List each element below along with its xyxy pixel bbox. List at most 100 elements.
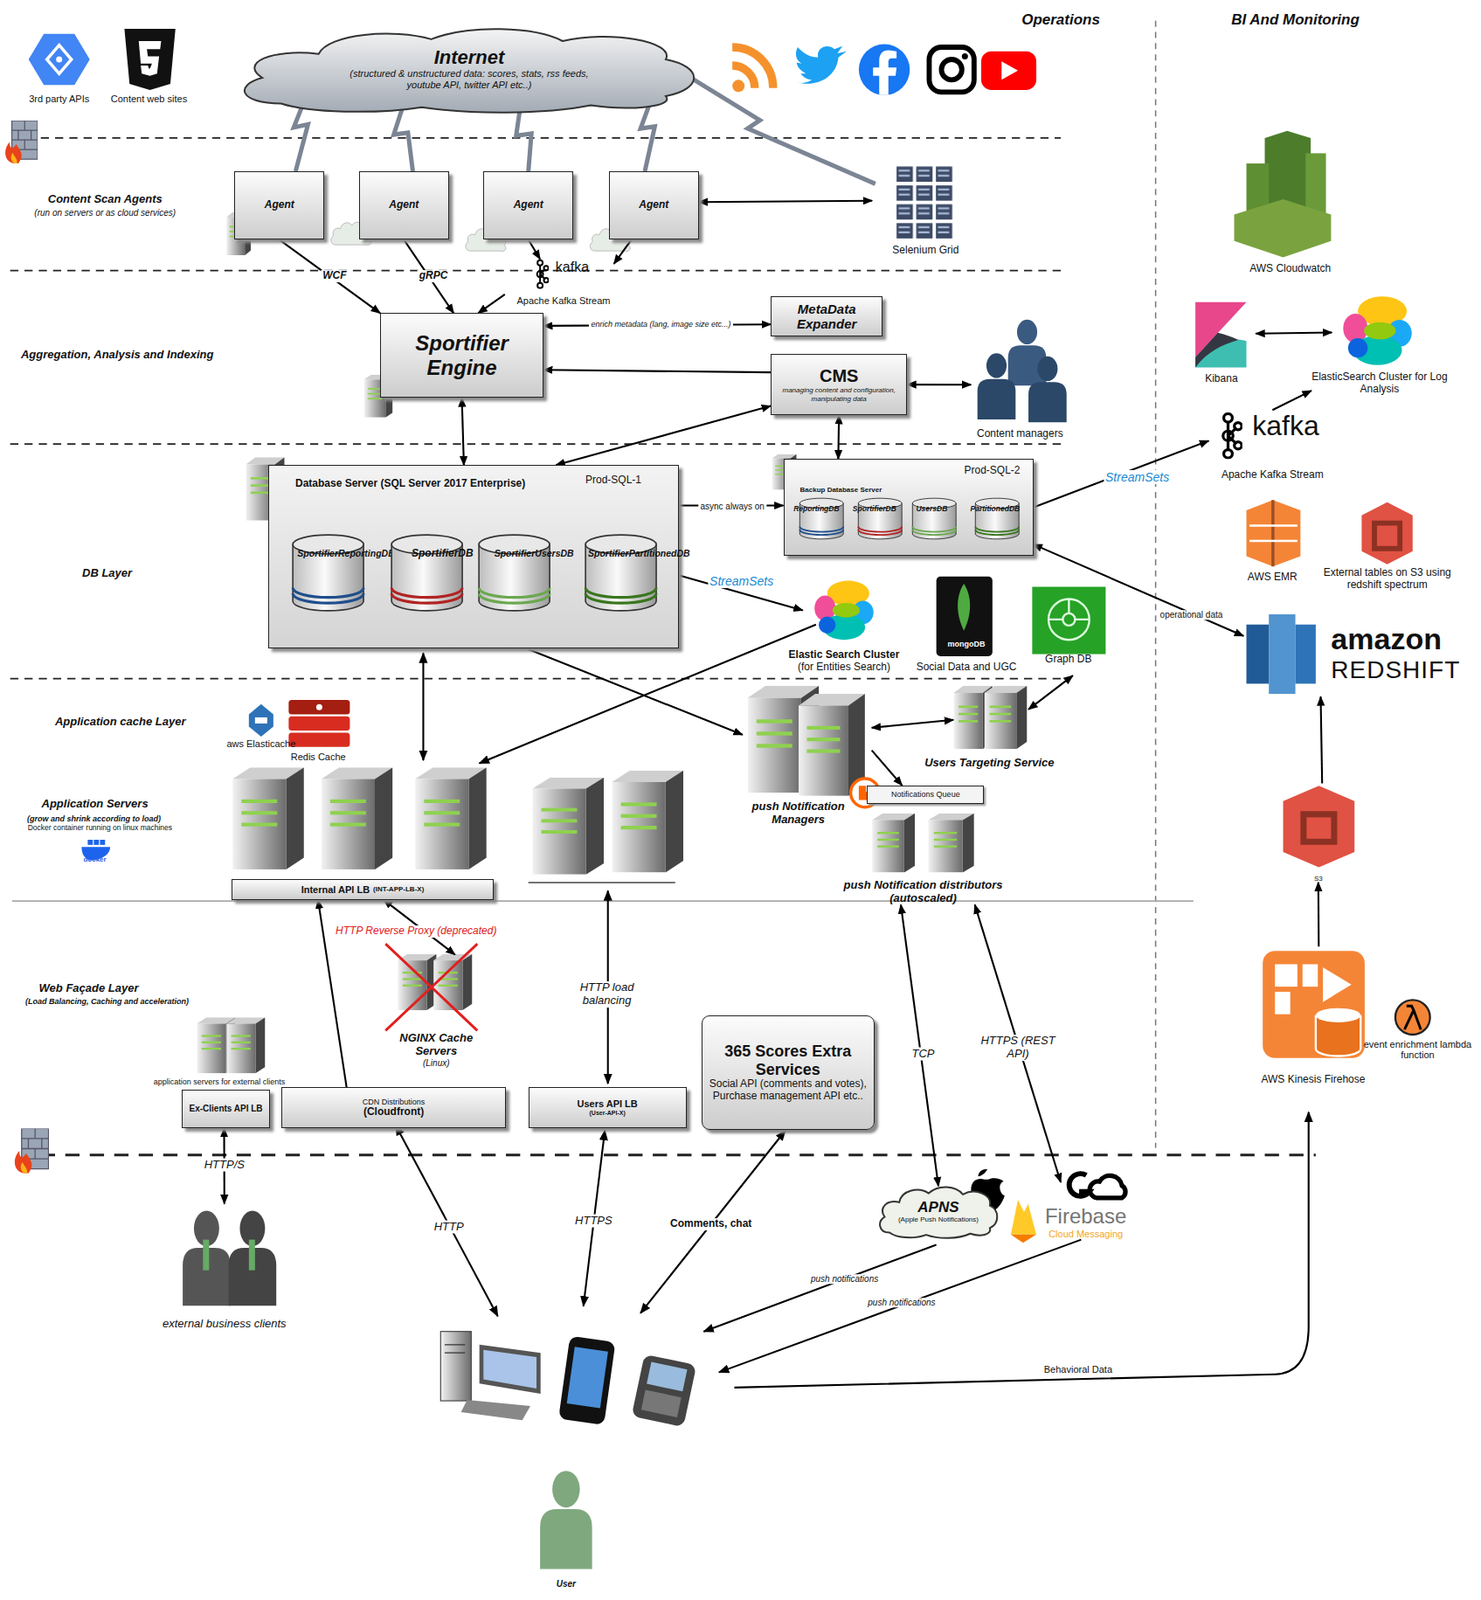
node-text: (Linux) (422, 1058, 450, 1069)
cy-node: SportifierUsersDB (468, 532, 561, 633)
node-text: MetaData Expander (771, 301, 882, 333)
icon-path (47, 45, 72, 75)
icon-path (249, 704, 274, 737)
node-text: push Notification Managers (725, 800, 872, 827)
node-text: Content managers (976, 428, 1064, 441)
box-node: Agent (359, 171, 450, 240)
icon-rect (202, 1239, 209, 1271)
icon-g (1048, 599, 1090, 641)
icon-path (1089, 1175, 1126, 1198)
edge-label: StreamSets (707, 574, 776, 589)
icon-polygon (28, 34, 90, 85)
icon-rect (928, 47, 974, 92)
icon-rect (631, 1354, 697, 1427)
cap-node: External tables on S3 using redshift spe… (1316, 499, 1459, 592)
icon-use (539, 1470, 593, 1569)
db-cylinder (583, 532, 658, 613)
cy-node: ReportingDB (792, 497, 852, 557)
icon-use (983, 685, 1027, 749)
icon-path (138, 41, 162, 77)
cap-node: external business clients (132, 1203, 317, 1331)
cy-node: SportifierReportingDB (270, 532, 386, 633)
connector (1033, 544, 1245, 637)
icon-use (1028, 356, 1067, 423)
node-text: SportifierUsersDB (494, 547, 575, 559)
text-label: docker (83, 855, 106, 864)
node-text: Social Data and UGC (916, 661, 1018, 674)
cap-node: Elastic Search Cluster(for Entities Sear… (775, 576, 914, 674)
icon-use (433, 954, 472, 1011)
node-text: Selenium Grid (892, 244, 959, 257)
text-label: HTTP load balancing (559, 981, 655, 1008)
icon-path (1322, 967, 1352, 1003)
edge-label: StreamSets (1103, 470, 1171, 485)
node-text: Backup Database Server (800, 485, 883, 494)
icon-path (10, 138, 1066, 679)
icon-path (957, 583, 970, 631)
kf-node: kafkaApache Kafka Stream (505, 259, 623, 307)
node-text: application servers for external clients (153, 1077, 286, 1087)
cy-node: SportifierDB (385, 532, 469, 633)
cap-node: Kibana (1183, 298, 1260, 386)
cy-node: SportifierPartitionedDB (561, 532, 679, 633)
icon-rect (1302, 963, 1319, 987)
edge-label: operational data (1158, 609, 1225, 621)
db-cylinder (389, 532, 464, 613)
box-node: 365 Scores Extra ServicesSocial API (com… (701, 1015, 875, 1131)
icon-path (41, 1153, 1316, 1156)
node-text: kafka (1252, 409, 1319, 443)
node-text: PartitionedDB (970, 505, 1021, 514)
connector (871, 750, 903, 786)
text-label: Content web sites (110, 93, 187, 105)
node-text: Ex-Clients API LB (189, 1103, 263, 1115)
node-text: amazon (1330, 622, 1442, 657)
node-text: Internal API LB (301, 884, 370, 896)
icon-use (321, 767, 394, 870)
cap-node: Users Targeting Service (907, 683, 1072, 770)
icon-circle (858, 43, 910, 95)
icon-use (232, 767, 305, 870)
node-text: AWS Kinesis Firehose (1260, 1073, 1365, 1087)
node-text: Apache Kafka Stream (516, 295, 610, 307)
node-text: NGINX Cache Servers (393, 1031, 479, 1059)
icon-use (537, 260, 549, 289)
text-label: Aggregation, Analysis and Indexing (20, 348, 215, 362)
icon-rect (288, 732, 350, 747)
db-cylinder (798, 497, 845, 540)
node-text: Agent (264, 199, 295, 212)
edge-label: HTTP/S (202, 1158, 247, 1172)
node-text: Sportifier Engine (380, 331, 543, 380)
icon-path (1300, 810, 1337, 845)
db-cylinder (857, 497, 904, 540)
icon-circle (1048, 599, 1090, 641)
node-text: S3 (1314, 874, 1323, 883)
icon-path (640, 1130, 786, 1314)
node-text: external business clients (162, 1317, 287, 1331)
node-text: CDN Distributions (362, 1097, 426, 1107)
box-node: CDN Distributions(Cloudfront) (281, 1086, 506, 1129)
text-label: Docker container running on linux machin… (27, 823, 173, 833)
connector (1321, 696, 1323, 783)
icon-rect (646, 1361, 687, 1392)
icon-path (1155, 20, 1157, 1149)
node-text: User (556, 1578, 576, 1590)
icon-rect (1031, 587, 1106, 655)
icon-path (1249, 525, 1298, 541)
icon-use (927, 813, 975, 873)
icon-path (528, 881, 676, 883)
node-text: ElasticSearch Cluster for Log Analysis (1311, 371, 1448, 396)
node-text: Users API LB (577, 1098, 638, 1110)
icon-path (1377, 525, 1398, 546)
cy-node: PartitionedDB (962, 497, 1032, 557)
icon-path (719, 1239, 1081, 1373)
node-text: Prod-SQL-1 (585, 474, 642, 487)
icon-use (5, 120, 38, 164)
text-label: 3rd party APIs (28, 93, 90, 105)
node-text: Social API (comments and votes), Purchas… (702, 1078, 874, 1103)
icon-path (1010, 1199, 1037, 1235)
text-label: push notifications (865, 1297, 937, 1308)
icon-path (1306, 816, 1331, 839)
box-node: CMSmanaging content and configuration, m… (770, 353, 907, 416)
node-text: managing content and configuration, mani… (771, 386, 907, 402)
